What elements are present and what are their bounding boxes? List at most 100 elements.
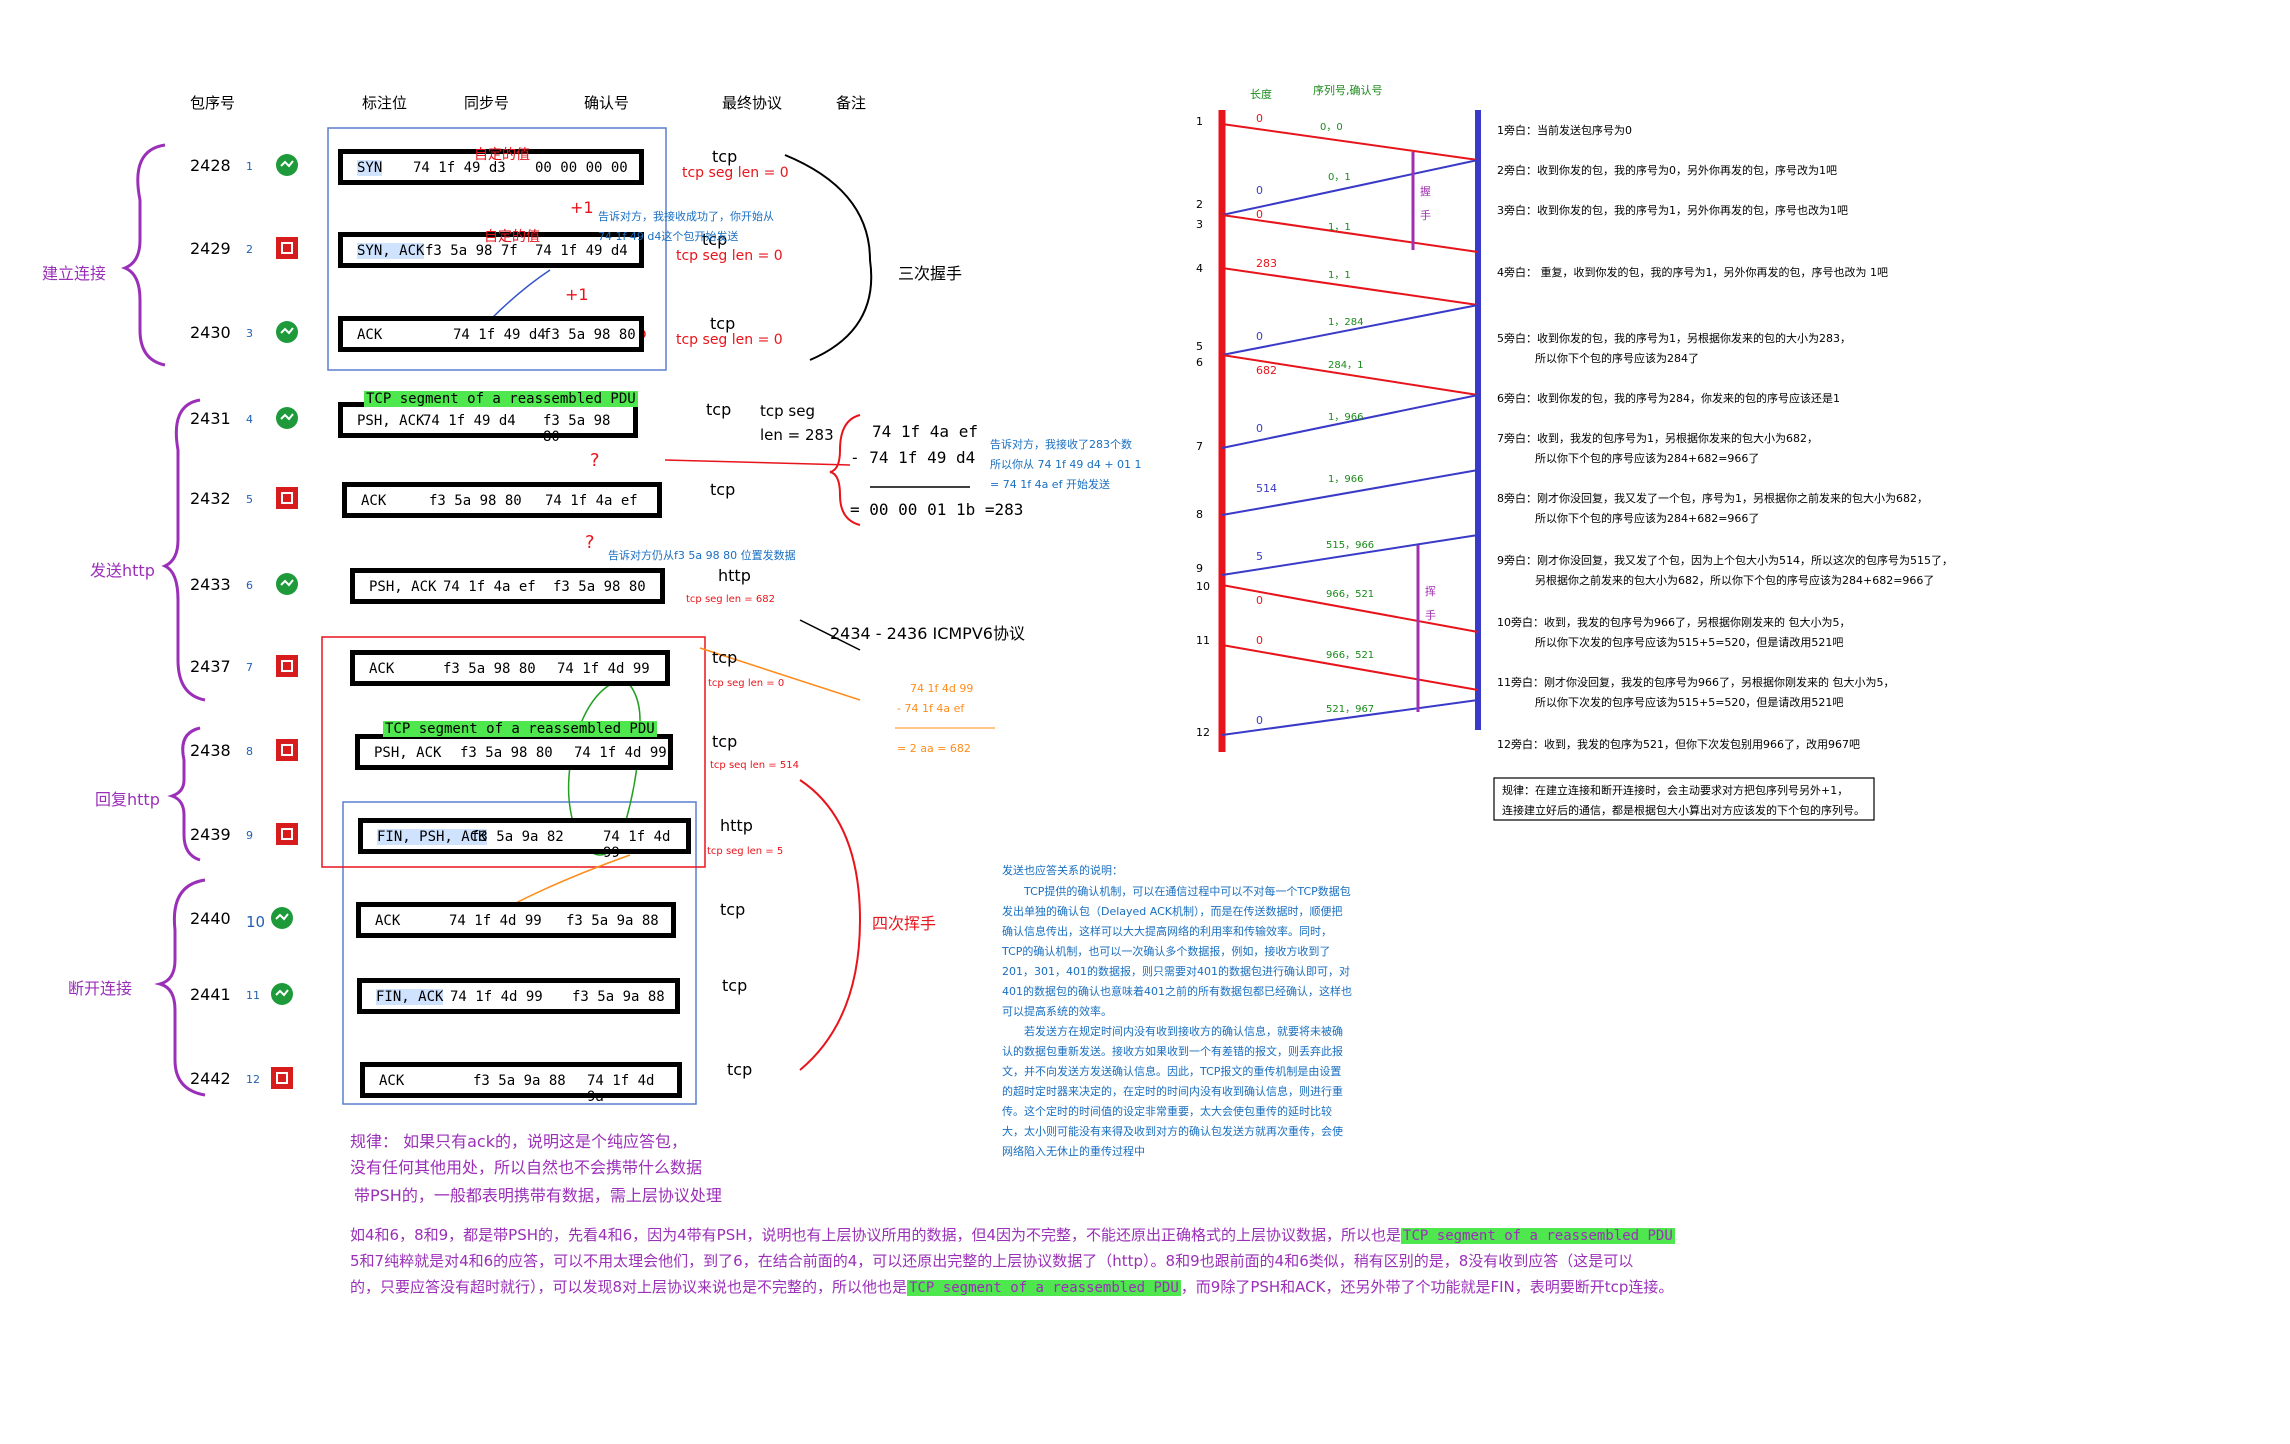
seq-row-number: 5 [1196,340,1203,353]
packet-seq: 74 1f 4d 99 [450,989,543,1005]
packet-box[interactable]: ACK f3 5a 9a 88 74 1f 4d 9a [360,1062,682,1105]
annot-plus1b: +1 [565,285,589,304]
header-flags: 标注位 [362,94,408,112]
header-ack: 确认号 [584,94,630,112]
seq-pair: 515，966 [1326,540,1375,551]
seq-length: 0 [1256,634,1263,647]
seq-row-number: 9 [1196,562,1203,575]
seq-note: 2旁白：收到你发的包，我的序号为0，另外你再发的包，序号改为1吧 [1497,164,1837,177]
packet-seq: 74 1f 49 d3 [413,160,506,176]
seq-pair: 0，1 [1328,172,1351,183]
packet-flags: PSH, ACK [374,745,442,761]
packet-number: 2431 [190,409,231,428]
packet-ack: 74 1f 4d 99 [557,661,650,677]
packet-flags: ACK [379,1073,405,1089]
packet-index: 5 [246,493,253,506]
packet-flags: ACK [369,661,395,677]
packet-index: 7 [246,661,253,674]
rule-2: 带PSH的，一般都表明携带有数据，需上层协议处理 [354,1186,722,1205]
packet-number: 2432 [190,489,231,508]
packet-box[interactable]: PSH, ACK 74 1f 49 d4 f3 5a 98 80 [338,402,638,445]
group-label-send-http: 发送http [90,561,155,580]
packet-box[interactable]: SYN 74 1f 49 d3 00 00 00 00 [338,149,644,185]
packet-flags: SYN [357,160,383,176]
seq-row-number: 3 [1196,218,1203,231]
packet-box[interactable]: ACK f3 5a 98 80 74 1f 4a ef [342,482,662,518]
seq-line-6 [1221,354,1479,396]
packet-seg-len: tcp seq len = 514 [710,760,799,771]
group-label-close: 断开连接 [68,979,133,998]
packet-index: 2 [246,243,253,256]
packet-flags: ACK [357,327,383,343]
packet-protocol: tcp [712,648,738,667]
packet-box[interactable]: PSH, ACK 74 1f 4a ef f3 5a 98 80 [350,568,665,604]
packet-seq: f3 5a 9a 88 [473,1073,566,1089]
packet-box[interactable]: PSH, ACK f3 5a 98 80 74 1f 4d 99 [355,734,673,770]
packet-seg-len: tcp seg len = 0 [682,165,789,181]
arrow-icmp [799,619,861,651]
seq-rule: 规律：在建立连接和断开连接时，会主动要求对方把包序列号另外+1， [1502,784,1849,797]
seq-line-1 [1221,123,1479,161]
arrow-calc [664,459,851,466]
packet-flags: FIN, PSH, ACK [377,829,487,845]
green-status-icon [270,982,294,1006]
packet-seg-len: tcp seg len = 0 [708,678,785,689]
annot-tell-ok-2: 74 1f 49 d4这个包开始发送 [598,230,739,243]
group-label-establish: 建立连接 [42,264,107,283]
bluenote-line: 可以提高系统的效率。 [1002,1005,1112,1018]
seq-note: 1旁白：当前发送包序号为0 [1497,124,1632,137]
seq-note: 所以你下次发的包序号应该为515+5=520，但是请改用521吧 [1535,636,1844,649]
seq-note: 所以你下次发的包序号应该为515+5=520，但是请改用521吧 [1535,696,1844,709]
green-status-icon [275,572,299,596]
handshake4-brace [799,779,862,1071]
seq-row-number: 1 [1196,115,1203,128]
seq-note: 6旁白：收到你发的包，我的序号为284，你发来的包的序号应该还是1 [1497,392,1840,405]
packet-number: 2439 [190,825,231,844]
group-box-red [321,636,706,868]
seq-sa-label: 序列号,确认号 [1313,84,1383,97]
packet-ack: 74 1f 4d 99 [574,745,667,761]
packet-box[interactable]: ACK 74 1f 49 d4 f3 5a 98 80 [338,316,644,352]
packet-flags: PSH, ACK [369,579,437,595]
seq-line-7 [1221,394,1479,449]
seq-note: 所以你下个包的序号应该为284+682=966了 [1535,512,1760,525]
annot-q: ? [590,450,600,471]
brace-send-http [161,398,206,702]
rule-1: 规律： 如果只有ack的，说明这是个纯应答包， [350,1132,687,1151]
packet-index: 8 [246,745,253,758]
seq-note: 另根据你之前发来的包大小为682，所以你下个包的序号应该为284+682=966… [1535,574,1935,587]
annot-q2: ? [585,532,595,553]
packet-box[interactable]: SYN, ACK f3 5a 98 7f 74 1f 49 d4 [338,232,644,268]
seq-row-number: 2 [1196,198,1203,211]
seq-length: 0 [1256,112,1263,125]
annot-tell-283c: = 74 1f 4a ef 开始发送 [990,478,1110,491]
seq-len-label: 长度 [1250,88,1272,101]
seq-pair: 1，966 [1328,474,1364,485]
pdu-label-4: TCP segment of a reassembled PDU [364,391,638,407]
brace-reply-http [167,726,201,862]
bluenote-line: 传。这个定时的时间值的设定非常重要，太大会使包重传的延时比较 [1002,1105,1332,1118]
packet-flags: SYN, ACK [357,243,425,259]
packet-flags: FIN, ACK [376,989,444,1005]
packet-box[interactable]: FIN, ACK 74 1f 4d 99 f3 5a 9a 88 [357,978,680,1014]
group-box-fin [342,801,697,1105]
packet-ack: 74 1f 49 d4 [535,243,628,259]
seq-pair: 1，1 [1328,222,1351,233]
packet-ack: 00 00 00 00 [535,160,628,176]
seq-note: 9旁白：刚才你没回复，我又发了个包，因为上个包大小为514，所以这次的包序号为5… [1497,554,1953,567]
packet-number: 2433 [190,575,231,594]
packet-ack: f3 5a 98 80 [553,579,646,595]
packet-box[interactable]: FIN, PSH, ACK f3 5a 9a 82 74 1f 4d 99 [358,818,691,861]
bluenote-line: TCP的确认机制，也可以一次确认多个数据报，例如，接收方收到了 [1002,945,1331,958]
handshake3-label: 三次握手 [898,264,963,283]
seq-length: 0 [1256,594,1263,607]
packet-box[interactable]: ACK f3 5a 98 80 74 1f 4d 99 [350,650,670,686]
packet-protocol: tcp [710,314,736,333]
calc-line-2: - 74 1f 49 d4 [850,448,976,467]
orange-calc-2: - 74 1f 4a ef [897,702,965,715]
packet-seg-len: tcp seg len = 682 [686,594,775,605]
packet-number: 2442 [190,1069,231,1088]
packet-box[interactable]: ACK 74 1f 4d 99 f3 5a 9a 88 [356,902,676,938]
seq-row-number: 10 [1196,580,1210,593]
